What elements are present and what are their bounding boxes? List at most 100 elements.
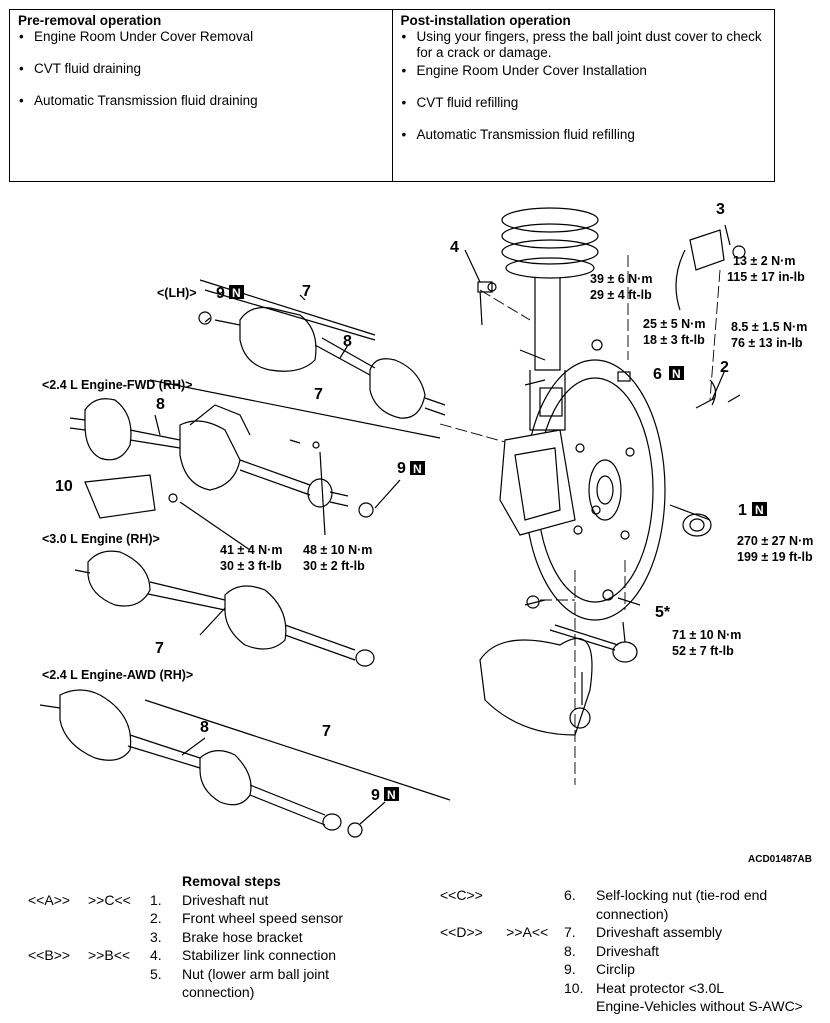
callout-9-awd: 9: [371, 787, 380, 804]
step-ref: <<C>>: [440, 887, 483, 903]
step-row: <<D>> >>A<< 7. Driveshaft assembly: [440, 923, 803, 942]
post-installation-column: Post-installation operation Using your f…: [391, 10, 775, 181]
step-row: connection): [440, 905, 803, 924]
driveshaft-2-4-fwd-rh: [69, 379, 441, 518]
callout-6: 6: [653, 366, 662, 383]
step-number: 8.: [564, 942, 576, 959]
step-number: [150, 983, 182, 1002]
callout-8-lh: 8: [343, 333, 352, 350]
step-text: Circlip: [596, 961, 635, 977]
driveshaft-exploded-diagram: 4 3 2 6 1 5* 9 7 8 8 7 9 10 7 8 7 9 N N …: [39, 201, 813, 865]
torque-8-5-inlb: 76 ± 13 in-lb: [731, 336, 803, 350]
torque-270: 270 ± 27 N·m: [737, 534, 813, 548]
driveshaft-2-4-awd-rh: [39, 689, 451, 838]
label-2-4-fwd: <2.4 L Engine-FWD (RH)>: [42, 378, 192, 392]
step-text: Driveshaft nut: [182, 891, 269, 908]
label-3-0: <3.0 L Engine (RH)>: [42, 532, 160, 546]
driveshaft-lh: [198, 279, 446, 419]
step-number: 2.: [150, 910, 162, 926]
step-number: 9.: [564, 961, 576, 977]
step-text: Self-locking nut (tie-rod end: [596, 887, 768, 903]
step-row: <<C>> 6. Self-locking nut (tie-rod end: [440, 886, 803, 905]
step-ref: [440, 905, 564, 924]
step-text: connection): [182, 984, 255, 1000]
step-row: 9. Circlip: [440, 960, 803, 979]
lower-arm: [479, 637, 593, 736]
torque-39: 39 ± 6 N·m: [590, 272, 652, 286]
step-row: <<A>>>>C<<1.Driveshaft nut: [28, 891, 343, 910]
step-text: Brake hose bracket: [182, 928, 303, 945]
pre-removal-item: Automatic Transmission fluid draining: [18, 93, 384, 109]
callout-9-lh: 9: [216, 285, 225, 302]
step-ref: <<A>>: [28, 891, 71, 908]
label-2-4-awd: <2.4 L Engine-AWD (RH)>: [42, 668, 193, 682]
step-row: 3. Brake hose bracket: [28, 928, 343, 947]
figure-code: ACD01487AB: [748, 854, 812, 865]
step-text: Stabilizer link connection: [182, 947, 337, 963]
step-number: 6.: [564, 887, 576, 903]
step-ref: [28, 928, 88, 947]
step-number: 5.: [150, 965, 162, 982]
step-number: [564, 905, 596, 924]
pre-removal-item: Engine Room Under Cover Removal: [18, 29, 384, 45]
torque-270-ftlb: 199 ± 19 ft-lb: [737, 550, 813, 564]
step-row: 2. Front wheel speed sensor: [28, 909, 343, 928]
step-ref: [88, 983, 150, 1002]
step-ref: <<D>> >>A<<: [440, 924, 549, 940]
callout-10: 10: [55, 478, 73, 495]
driveshaft-3-0-rh: [74, 550, 375, 667]
step-ref: <<B>>: [28, 947, 71, 963]
step-ref: [28, 909, 88, 928]
step-text: connection): [596, 905, 669, 922]
torque-8-5: 8.5 ± 1.5 N·m: [731, 320, 807, 334]
pre-removal-item: CVT fluid draining: [18, 61, 384, 77]
removal-steps-right: <<C>> 6. Self-locking nut (tie-rod end con…: [440, 886, 803, 1016]
callout-7-awd: 7: [322, 723, 331, 740]
step-text: Engine-Vehicles without S-AWC>: [596, 998, 803, 1014]
step-row: <<B>>>>B<<4.Stabilizer link connection: [28, 946, 343, 965]
callout-7-30: 7: [155, 640, 164, 657]
n-badge: N: [387, 788, 396, 802]
step-ref: [88, 909, 150, 928]
callout-8-awd: 8: [200, 719, 209, 736]
driveshaft-nut: [682, 513, 712, 537]
removal-steps-title: Removal steps: [182, 873, 281, 889]
torque-71: 71 ± 10 N·m: [672, 628, 741, 642]
step-number: 10.: [564, 979, 584, 996]
post-installation-item: Automatic Transmission fluid refilling: [401, 127, 767, 143]
label-lh: <(LH)>: [157, 286, 197, 300]
step-row: connection): [28, 983, 343, 1002]
step-text: Nut (lower arm ball joint: [182, 965, 330, 982]
step-number: [564, 997, 596, 1016]
torque-41-ftlb: 30 ± 3 ft-lb: [220, 559, 282, 573]
step-ref: [440, 979, 564, 998]
heat-protector: [84, 474, 156, 519]
torque-41: 41 ± 4 N·m: [220, 543, 282, 557]
callout-7-lh: 7: [302, 283, 311, 300]
step-text: Driveshaft assembly: [596, 924, 723, 940]
torque-48: 48 ± 10 N·m: [303, 543, 372, 557]
brake-caliper: [499, 429, 576, 536]
step-number: 4.: [150, 947, 162, 963]
callout-4: 4: [450, 239, 459, 256]
step-row: 5. Nut (lower arm ball joint: [28, 965, 343, 984]
n-badge: N: [672, 367, 681, 381]
callout-2: 2: [720, 359, 729, 376]
step-number: 3.: [150, 928, 162, 945]
torque-25-ftlb: 18 ± 3 ft-lb: [643, 333, 705, 347]
torque-25: 25 ± 5 N·m: [643, 317, 705, 331]
callout-8-fwd: 8: [156, 396, 165, 413]
step-text: Front wheel speed sensor: [182, 910, 344, 926]
step-row: 8.Driveshaft: [440, 942, 803, 961]
tie-rod-end: [549, 621, 638, 663]
step-row: Engine-Vehicles without S-AWC>: [440, 997, 803, 1016]
n-badge: N: [413, 462, 422, 476]
post-installation-title: Post-installation operation: [400, 13, 571, 28]
step-ref: [28, 965, 88, 984]
pre-removal-title: Pre-removal operation: [18, 13, 162, 28]
post-installation-item: CVT fluid refilling: [401, 95, 767, 111]
pre-removal-column: Pre-removal operation Engine Room Under …: [10, 10, 392, 181]
operations-table: Pre-removal operation Engine Room Under …: [9, 9, 775, 182]
callout-3: 3: [716, 201, 725, 218]
step-number: 7.: [564, 924, 576, 940]
